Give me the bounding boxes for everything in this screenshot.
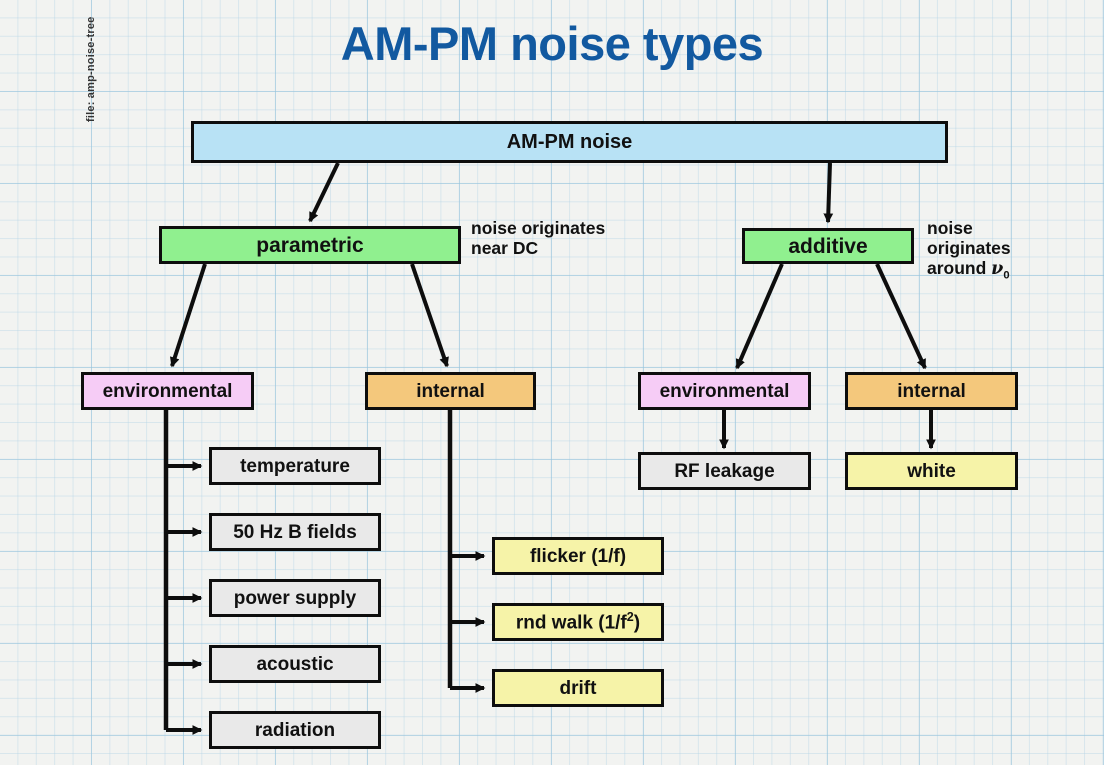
leaf-label: acoustic [256, 653, 334, 675]
leaf-radiation[interactable]: radiation [209, 711, 381, 749]
leaf-label: RF leakage [674, 460, 775, 482]
node-parametric-environmental[interactable]: environmental [81, 372, 254, 410]
leaf-label-exponent: 2 [626, 610, 634, 625]
nu-subscript: 0 [1003, 269, 1010, 282]
node-label: internal [416, 380, 485, 402]
leaf-white[interactable]: white [845, 452, 1018, 490]
additive-annotation-line-2: originates [927, 237, 1011, 258]
edge-additive-internal [875, 263, 927, 370]
leaf-acoustic[interactable]: acoustic [209, 645, 381, 683]
leaf-50hz-b-fields[interactable]: 50 Hz B fields [209, 513, 381, 551]
node-additive-environmental[interactable]: environmental [638, 372, 811, 410]
node-label: AM-PM noise [506, 131, 633, 153]
node-label: internal [897, 380, 966, 402]
leaf-temperature[interactable]: temperature [209, 447, 381, 485]
leaf-flicker[interactable]: flicker (1/f) [492, 537, 664, 575]
leaf-drift[interactable]: drift [492, 669, 664, 707]
leaf-rf-leakage[interactable]: RF leakage [638, 452, 811, 490]
additive-annotation-line-1: noise [927, 218, 973, 238]
leaf-label: drift [559, 677, 597, 699]
leaf-label: rnd walk (1/f2) [515, 610, 641, 634]
edge-parametric-environmental [169, 263, 207, 368]
leaf-label: power supply [233, 587, 357, 609]
parametric-annotation-line-1: noise originates [471, 218, 606, 238]
additive-annotation-line-3: around ν0 [927, 257, 1102, 282]
leaf-label: flicker (1/f) [529, 545, 627, 567]
edge-parametric-internal [410, 263, 449, 368]
node-am-pm-noise[interactable]: AM-PM noise [191, 121, 948, 163]
node-label: parametric [256, 233, 364, 257]
node-parametric-internal[interactable]: internal [365, 372, 536, 410]
additive-annotation: noise originates around ν0 [927, 218, 1102, 282]
edge-root-parametric [308, 162, 340, 223]
leaf-power-supply[interactable]: power supply [209, 579, 381, 617]
leaf-label: white [907, 460, 956, 482]
leaf-label-base: rnd walk (1/f [515, 612, 627, 634]
leaf-label: radiation [254, 719, 336, 741]
page-title: AM-PM noise types [340, 17, 764, 70]
edge-root-additive [823, 162, 834, 224]
node-label: additive [788, 234, 868, 258]
leaf-label: temperature [240, 455, 350, 477]
leaf-label: 50 Hz B fields [233, 521, 357, 543]
node-parametric[interactable]: parametric [159, 226, 461, 264]
nu-symbol: ν [991, 258, 1004, 279]
node-label: environmental [102, 380, 233, 402]
parametric-annotation: noise originates near DC [471, 218, 661, 259]
additive-annotation-around: around [927, 257, 992, 278]
node-additive[interactable]: additive [742, 228, 914, 264]
node-additive-internal[interactable]: internal [845, 372, 1018, 410]
parametric-annotation-line-2: near DC [471, 237, 539, 258]
edge-additive-environmental [735, 263, 784, 370]
leaf-label-tail: ) [633, 612, 641, 634]
node-label: environmental [659, 380, 790, 402]
leaf-rnd-walk[interactable]: rnd walk (1/f2) [492, 603, 664, 641]
